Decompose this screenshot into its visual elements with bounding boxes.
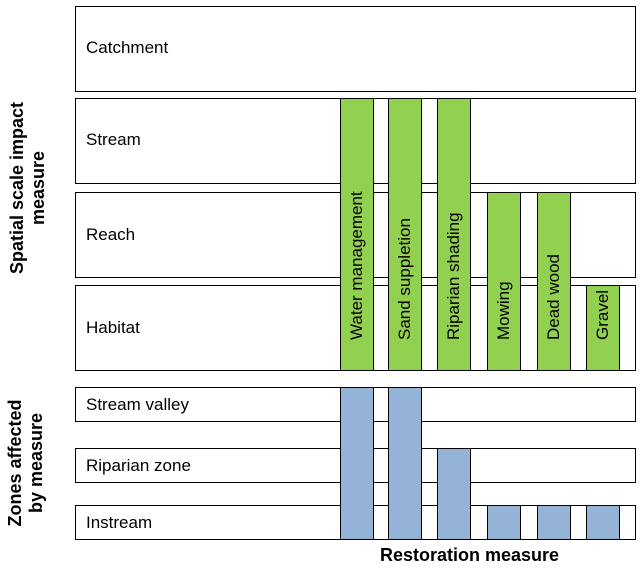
measure-label-mowing: Mowing [494, 281, 513, 340]
measure-bar-dead-wood: Dead wood [537, 192, 571, 371]
zone-bar-riparian-shading [437, 448, 471, 540]
scale-label-habitat: Habitat [86, 318, 140, 337]
spatial-scale-title-line1: Spatial scale impact [7, 101, 27, 275]
zones-title-line1: Zones affected [5, 399, 25, 527]
measure-label-water-management: Water management [347, 191, 366, 340]
zones-title: Zones affected by measure [5, 388, 49, 538]
scale-row-catchment [75, 6, 636, 92]
measure-bar-gravel: Gravel [586, 285, 620, 371]
scale-label-catchment: Catchment [86, 38, 169, 57]
zones-title-line2: by measure [26, 412, 46, 514]
measure-bar-riparian-shading: Riparian shading [437, 98, 471, 371]
measure-label-sand-suppletion: Sand suppletion [395, 218, 414, 340]
spatial-scale-title-line2: measure [28, 150, 48, 226]
zone-bar-water-management [340, 387, 374, 540]
measure-bar-water-management: Water management [340, 98, 374, 371]
scale-label-reach: Reach [86, 225, 136, 244]
measure-bar-mowing: Mowing [487, 192, 521, 371]
restoration-measure-title: Restoration measure [380, 545, 560, 565]
measure-label-dead-wood: Dead wood [544, 253, 563, 340]
zone-label-riparian-zone: Riparian zone [86, 456, 191, 475]
spatial-scale-title: Spatial scale impact measure [7, 88, 51, 288]
zone-bar-dead-wood [537, 505, 571, 540]
scale-label-stream: Stream [86, 130, 141, 149]
measure-label-gravel: Gravel [593, 289, 612, 340]
zone-label-stream-valley: Stream valley [86, 395, 189, 414]
zone-bar-sand-suppletion [388, 387, 422, 540]
zone-bar-gravel [586, 505, 620, 540]
measure-label-riparian-shading: Riparian shading [444, 212, 463, 340]
measure-bar-sand-suppletion: Sand suppletion [388, 98, 422, 371]
zone-label-instream: Instream [86, 513, 153, 532]
zone-bar-mowing [487, 505, 521, 540]
